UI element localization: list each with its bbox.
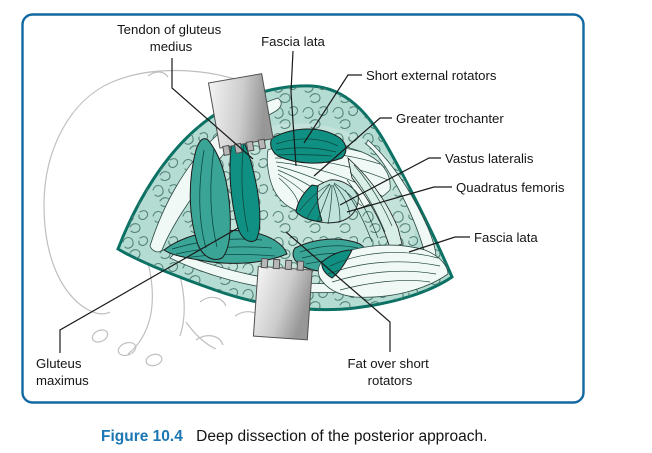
leader-fat-over-short-rotators [285, 231, 391, 352]
figure-caption: Figure 10.4 Deep dissection of the poste… [101, 428, 487, 445]
label-greater-trochanter: Greater trochanter [396, 111, 504, 126]
label-gluteus-maximus: Gluteus maximus [36, 356, 89, 388]
anatomy-labels: Tendon of gluteus medius Fascia lata Sho… [36, 22, 565, 388]
leader-short-external-rotators [303, 74, 362, 144]
bottom-retractor [252, 257, 313, 341]
vastus-lateralis-muscle [344, 156, 403, 249]
top-retractor [207, 73, 274, 156]
gluteus-medius-muscle [189, 131, 261, 260]
label-short-external-rotators: Short external rotators [366, 68, 497, 83]
label-quadratus-femoris: Quadratus femoris [456, 180, 565, 195]
short-external-rotators-muscle [270, 128, 347, 164]
leader-quadratus-femoris [346, 186, 452, 213]
fascia-lata-crescent [317, 244, 449, 298]
dissection-flap [116, 84, 454, 312]
quadratus-femoris-muscle [295, 179, 359, 225]
label-fascia-lata-right: Fascia lata [474, 230, 538, 245]
label-vastus-lateralis: Vastus lateralis [445, 151, 534, 166]
leader-vastus-lateralis [339, 157, 441, 206]
leader-fascia-lata-right [408, 236, 470, 253]
label-tendon-of-gluteus-medius: Tendon of gluteus medius [117, 22, 225, 54]
label-fat-over-short-rotators: Fat over short rotators [347, 356, 432, 388]
figure-caption-number: Figure 10.4 [101, 428, 183, 445]
leader-gluteus-maximus [59, 227, 239, 353]
leader-fascia-lata-top [290, 50, 297, 167]
leader-greater-trochanter [313, 117, 392, 177]
leader-lines [59, 50, 470, 353]
figure-caption-text: Deep dissection of the posterior approac… [196, 428, 487, 445]
label-fascia-lata-top: Fascia lata [261, 34, 325, 49]
leader-tendon-gluteus-medius [171, 58, 254, 160]
